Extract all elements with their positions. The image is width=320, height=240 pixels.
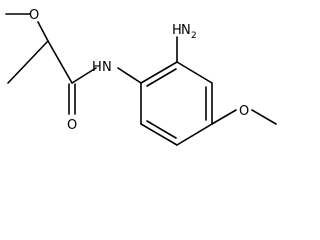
bond-carbonyl-n <box>71 67 97 84</box>
ring-bond-4 <box>176 123 213 146</box>
bond-n-ring <box>117 67 142 84</box>
atom-amide-o: O <box>67 118 77 133</box>
bond-o-right-ch3 <box>251 109 277 125</box>
bond-alpha-c-methyl <box>7 40 49 84</box>
atom-amino-h: H <box>172 23 182 38</box>
bond-ring-o-right <box>211 109 237 125</box>
ring-bond-5 <box>140 123 178 146</box>
atom-o-methoxy-right: O <box>239 104 249 119</box>
atom-amide-n: N <box>102 60 112 75</box>
ring-bond-2 <box>176 61 213 84</box>
ring-bond-5-inner <box>146 120 177 139</box>
atom-amino-n: N <box>181 23 191 38</box>
ring-bond-1-inner <box>146 68 177 87</box>
bond-o-left-alpha-c <box>37 21 49 42</box>
ring-bond-1 <box>140 61 178 84</box>
atom-o-methoxy-left: O <box>29 8 39 23</box>
bond-alpha-c-carbonyl <box>47 40 73 84</box>
atom-amino-subscript: 2 <box>191 31 197 41</box>
atom-amide-h: H <box>92 60 102 75</box>
structure-canvas: O H N O H N 2 O <box>5 8 277 146</box>
molecule-diagram: O H N O H N 2 O <box>5 8 277 146</box>
